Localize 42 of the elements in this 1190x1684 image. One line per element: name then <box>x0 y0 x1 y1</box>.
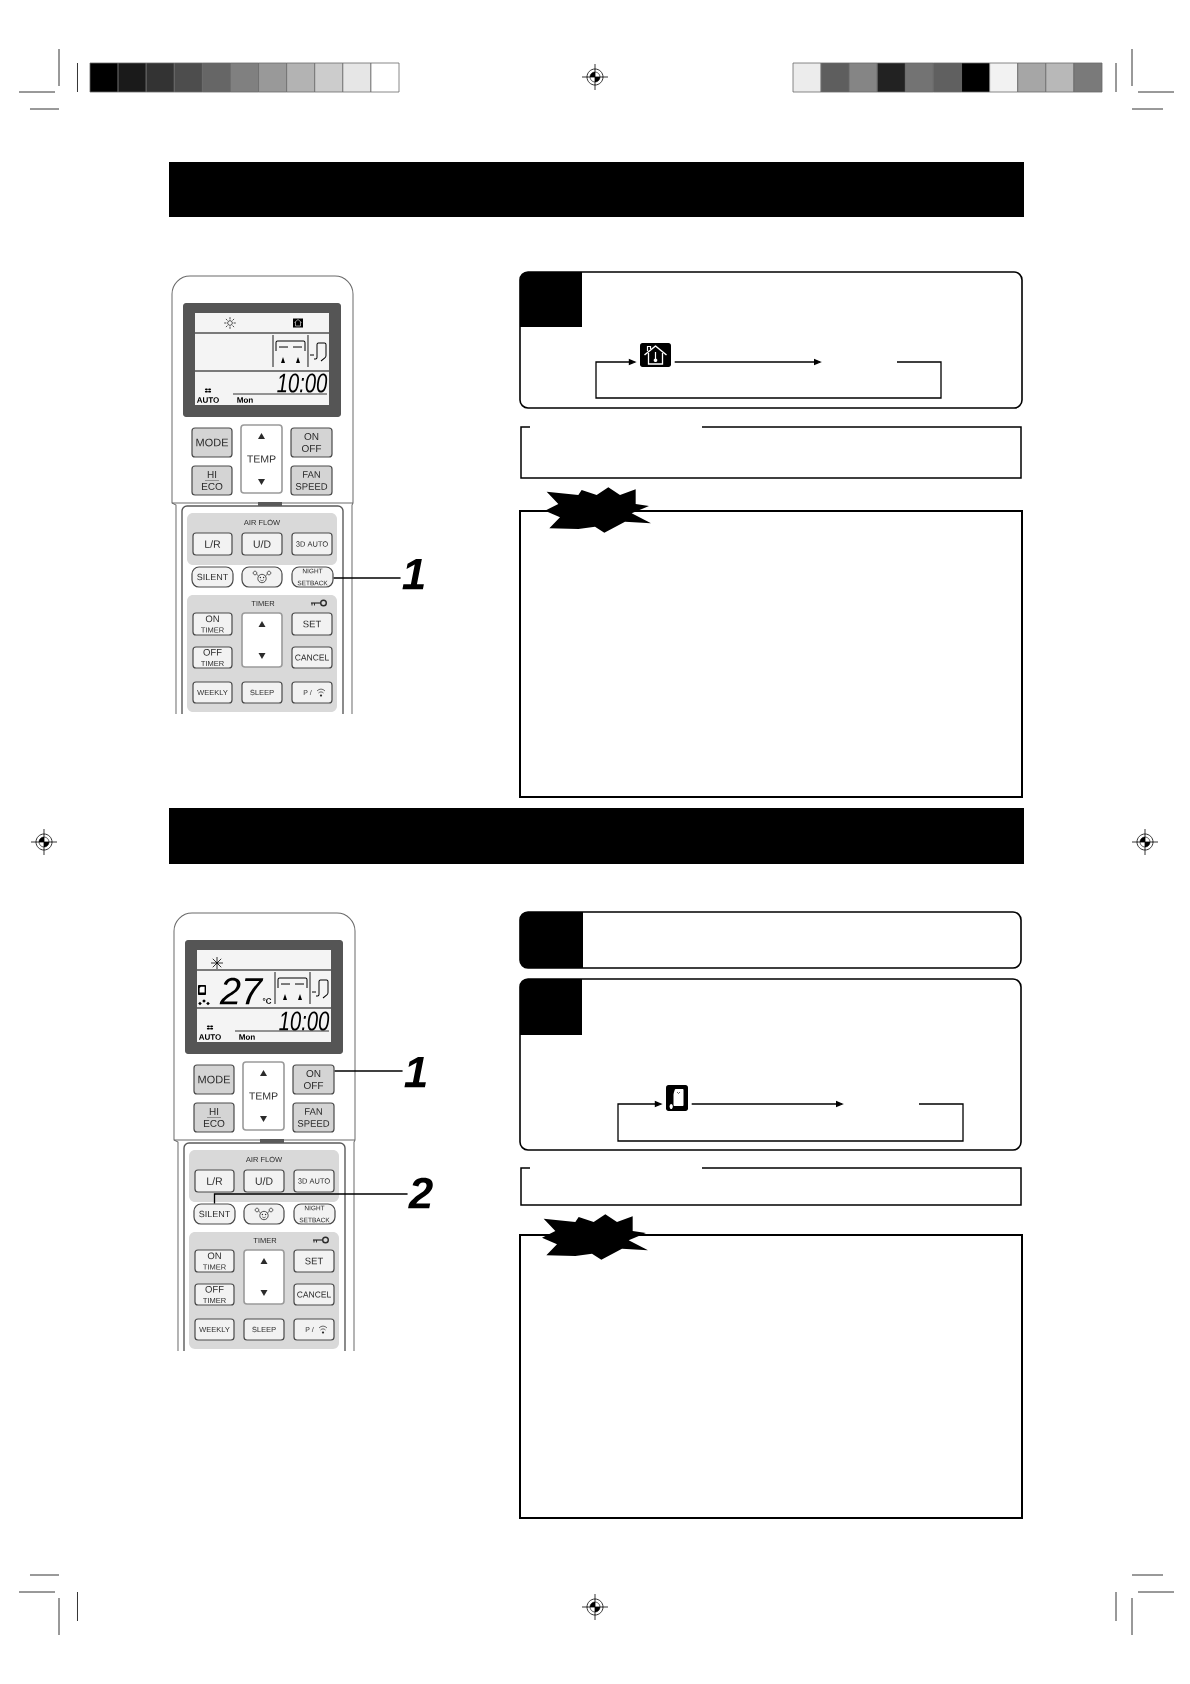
rocker-button: TEMP <box>242 1061 285 1131</box>
remote-button: MODE <box>191 427 233 458</box>
callout-number: 1 <box>404 1056 426 1088</box>
status-label: AUTO <box>198 1034 221 1040</box>
heading-bar <box>169 808 1024 864</box>
rocker-button: TEMP <box>240 424 283 494</box>
clock-reading: 10:00 <box>277 373 328 393</box>
remote-button: CANCEL <box>291 646 333 669</box>
leader-line <box>213 1193 409 1205</box>
loop-arrow <box>617 1100 964 1142</box>
callout-number: 1 <box>402 558 424 590</box>
remote-button: MODE <box>193 1064 235 1095</box>
unit-label: °C <box>262 998 272 1004</box>
remote-button: ON OFF <box>292 1064 335 1095</box>
leader-line <box>332 577 402 579</box>
temperature-reading: 27 <box>219 977 264 1005</box>
remote-button: U/D <box>241 532 283 556</box>
house-icon <box>640 343 671 367</box>
notice-box <box>519 510 1023 798</box>
remote-button: L/R <box>194 1169 235 1193</box>
remote-button: SILENT <box>193 1203 236 1225</box>
clock-reading: 10:00 <box>279 1011 330 1031</box>
remote-button: ON OFF <box>290 427 333 458</box>
leader-line <box>333 1070 404 1072</box>
callout-number: 2 <box>408 1177 433 1209</box>
remote-button: CANCEL <box>293 1283 335 1306</box>
remote-button: FAN SPEED <box>292 1102 335 1133</box>
loop-arrow <box>595 358 942 399</box>
remote-button: SET <box>291 612 333 636</box>
remote-button: L/R <box>192 532 233 556</box>
heading-bar <box>169 162 1024 217</box>
indicator-icon <box>666 1085 688 1111</box>
remote-button: U/D <box>243 1169 285 1193</box>
remote-button: HI ECO <box>193 1102 235 1133</box>
status-label: AUTO <box>196 397 219 403</box>
notice-box <box>519 1234 1023 1519</box>
day-label: Mon <box>237 397 253 403</box>
remote-button: HI ECO <box>191 465 233 496</box>
remote-button: FAN SPEED <box>290 465 333 496</box>
remote-button: SILENT <box>191 566 234 588</box>
remote-button: SET <box>293 1249 335 1273</box>
day-label: Mon <box>239 1034 255 1040</box>
